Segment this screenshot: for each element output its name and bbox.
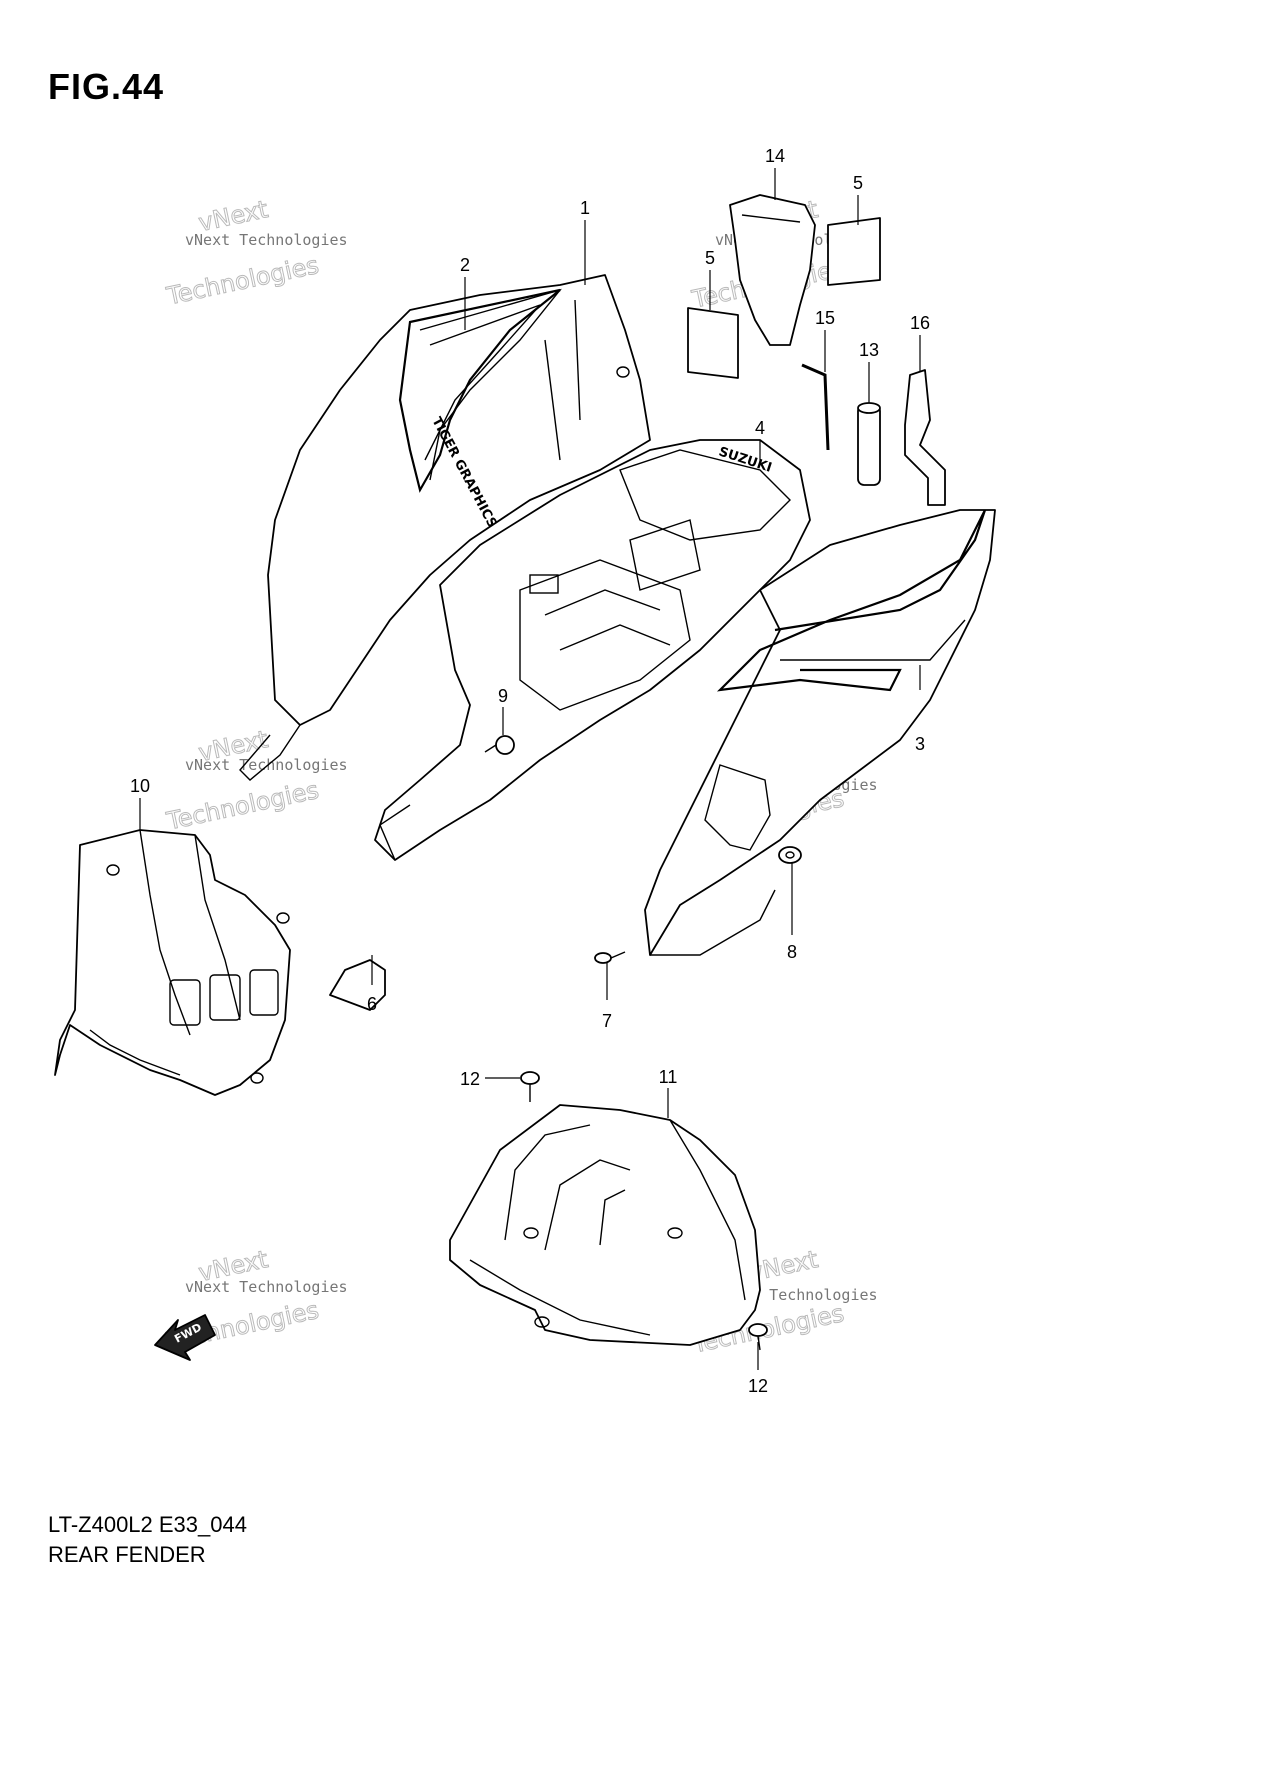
figure-title: FIG.44	[48, 66, 165, 107]
part-7-screw	[594, 951, 626, 964]
part-9-clip	[484, 735, 515, 755]
callout-4: 4	[755, 418, 765, 438]
callout-12-upper: 12	[460, 1069, 480, 1089]
part-12-bolt-lower	[748, 1323, 768, 1351]
rear-fender-left-wing	[267, 274, 651, 726]
callout-6: 6	[367, 994, 377, 1014]
fender-vent	[704, 764, 771, 851]
section-name: REAR FENDER	[48, 1542, 206, 1567]
rear-fender-center-body	[374, 439, 811, 861]
callout-13: 13	[859, 340, 879, 360]
callout-15: 15	[815, 308, 835, 328]
part-8-washer	[778, 846, 802, 864]
callout-11: 11	[659, 1067, 678, 1087]
part-12-bolt-upper	[520, 1071, 540, 1102]
callout-8: 8	[787, 942, 797, 962]
leader-lines	[139, 168, 921, 1370]
callout-5-left: 5	[705, 248, 715, 268]
svg-text:Technologies: Technologies	[164, 251, 322, 311]
part-13-tube	[857, 402, 881, 486]
part-11-right-mudguard	[449, 1104, 761, 1346]
part-15-hex-key	[801, 363, 830, 451]
model-code: LT-Z400L2 E33_044	[48, 1512, 247, 1537]
callout-2: 2	[460, 255, 470, 275]
callout-14: 14	[765, 146, 785, 166]
rear-fender-right-wing	[644, 509, 996, 956]
callout-1: 1	[580, 198, 590, 218]
callout-12-lower: 12	[748, 1376, 768, 1396]
svg-text:vNext Technologies: vNext Technologies	[185, 231, 348, 249]
svg-text:vNext Technologies: vNext Technologies	[185, 1278, 348, 1296]
callout-numbers: 1 2 3 4 5 5 6 7 8 9 10 11 12 12 13 14 15…	[130, 146, 930, 1396]
part-16-spanner	[904, 369, 946, 506]
svg-text:vNext Technologies: vNext Technologies	[185, 756, 348, 774]
callout-3: 3	[915, 734, 925, 754]
rear-fender-assembly: TIGER GRAPHICS SUZUKI	[239, 274, 996, 956]
callout-16: 16	[910, 313, 930, 333]
part-6-cap	[329, 959, 386, 1011]
callout-9: 9	[498, 686, 508, 706]
callout-7: 7	[602, 1011, 612, 1031]
part-5-pad-left	[687, 307, 739, 379]
storage-box-outline	[519, 559, 691, 711]
callout-10: 10	[130, 776, 150, 796]
svg-text:Technologies: Technologies	[164, 776, 322, 836]
callout-5-upper: 5	[853, 173, 863, 193]
fwd-arrow-icon: FWD	[154, 1314, 216, 1361]
watermark-top-left: vNext vNext Technologies Technologies	[163, 195, 348, 311]
part-5-pad-upper-right	[827, 217, 881, 286]
part-14-mudflap	[729, 194, 816, 346]
part-10-left-mudguard	[54, 829, 291, 1096]
watermark-mid-left: vNext vNext Technologies Technologies	[163, 725, 348, 836]
